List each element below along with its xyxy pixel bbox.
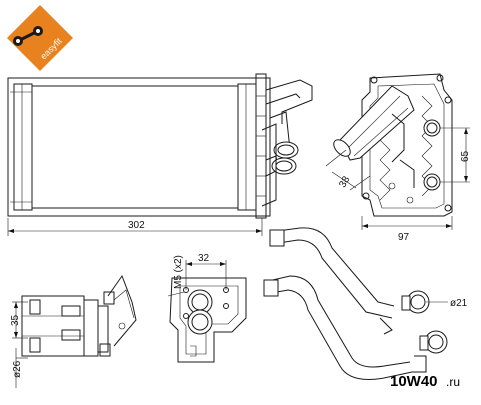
pipe-height-value: 35 (10, 314, 21, 326)
pipe-outer-dimension: ø21 (426, 298, 468, 309)
heater-core-side-view (333, 73, 453, 217)
pipe-spacing-dimension: 65 (440, 127, 471, 183)
length-dimension: 302 (7, 218, 263, 236)
flange-spacing-dimension: 32 (185, 253, 227, 290)
pipe-height-dimension: 35 (10, 301, 28, 339)
pipe-spacing-value: 65 (460, 150, 471, 162)
watermark: 10W40 .ru (390, 373, 460, 390)
thread-value: M5 (x2) (173, 255, 184, 289)
depth-dimension: 38 (325, 149, 371, 191)
heater-core-front-view (7, 73, 313, 219)
depth-value: 38 (337, 174, 352, 190)
pipe-outer-value: ø21 (450, 298, 468, 309)
width-value: 97 (398, 232, 410, 243)
pipe-diameter-value: ø26 (12, 360, 23, 378)
fin-lines (256, 95, 266, 197)
pipe-side-view (21, 274, 137, 357)
watermark-text: 10W40 (390, 373, 438, 390)
length-value: 302 (128, 220, 145, 231)
pipe-assembly (263, 227, 448, 380)
pipe-diameter-dimension: ø26 (12, 348, 28, 388)
flange-view (169, 277, 247, 363)
easyfit-logo: easyfit (7, 5, 73, 71)
width-dimension: 97 (361, 216, 453, 243)
watermark-suffix: .ru (446, 375, 460, 389)
thread-label: M5 (x2) (167, 255, 185, 297)
flange-spacing-value: 32 (198, 253, 210, 264)
wrench-icon (13, 26, 43, 46)
